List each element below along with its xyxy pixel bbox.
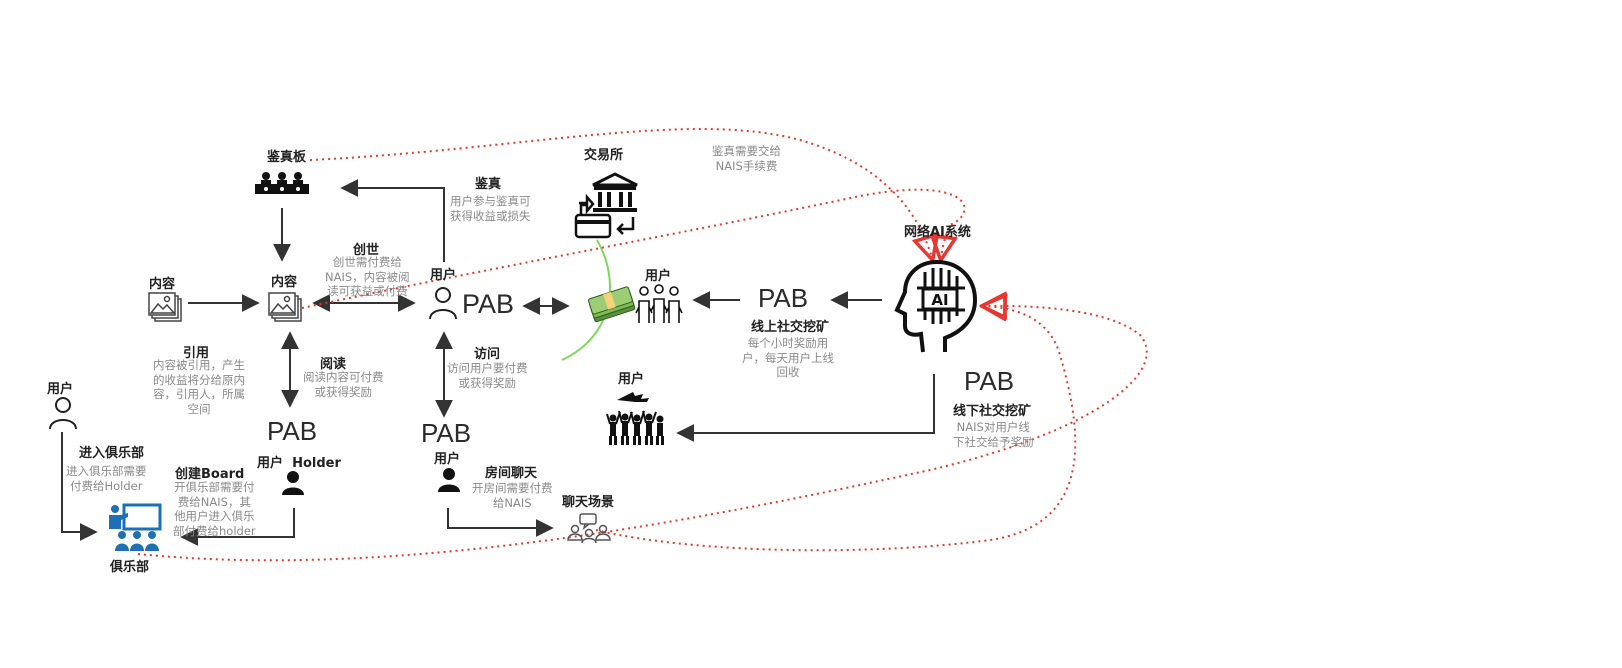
node-chat-scene: 聊天场景 xyxy=(562,495,615,510)
pab-offline: PAB xyxy=(964,366,1015,396)
money-crowd-icon xyxy=(587,283,684,329)
node-wangluo-ai: 网络AI系统 xyxy=(904,225,971,240)
label-room-chat-desc: 开房间需要付费给NAIS xyxy=(472,481,553,510)
user-outline-icon xyxy=(428,286,458,324)
user-solid-icon xyxy=(281,470,305,500)
user-outline-icon xyxy=(48,396,78,434)
arrow-offline xyxy=(676,374,935,442)
label-online-title: 线上社交挖矿 xyxy=(751,320,830,335)
club-meeting-icon xyxy=(106,503,164,557)
node-user-pool: 用户 xyxy=(645,269,672,284)
node-jianzhenban: 鉴真板 xyxy=(267,150,307,165)
node-user-offline: 用户 xyxy=(618,372,645,387)
node-jiaoyisuo: 交易所 xyxy=(584,148,624,163)
user-solid-icon xyxy=(437,467,461,497)
label-fangwen-desc: 访问用户要付费或获得奖励 xyxy=(447,361,528,390)
arrow-create-board xyxy=(180,508,295,546)
label-club-enter-title: 进入俱乐部 xyxy=(79,446,145,461)
curve-club-to-ai xyxy=(137,306,1148,562)
bank-icon xyxy=(573,171,643,243)
label-create-board-title: 创建Board xyxy=(175,467,245,482)
label-yuedu-desc: 阅读内容可付费或获得奖励 xyxy=(303,370,384,399)
label-jianzhen-title: 鉴真 xyxy=(475,177,502,192)
arrow-room-chat xyxy=(447,508,554,537)
node-club: 俱乐部 xyxy=(110,560,150,575)
label-create-board-desc: 开俱乐部需要付费给NAIS，其他用户进入俱乐部付费给holder xyxy=(173,480,256,538)
pab-center: PAB xyxy=(462,289,515,319)
pab-online: PAB xyxy=(758,283,809,313)
label-yinyong-title: 引用 xyxy=(183,346,210,361)
label-offline-title: 线下社交挖矿 xyxy=(953,404,1032,419)
dance-crowd-icon xyxy=(605,390,665,450)
flow-arrows xyxy=(61,179,935,546)
ai-head-icon: AI xyxy=(893,258,979,360)
label-chuangshi-title: 创世 xyxy=(353,243,380,258)
svg-text:AI: AI xyxy=(931,291,948,309)
label-jianzhen-desc: 用户参与鉴真可获得收益或损失 xyxy=(450,194,531,223)
label-yuedu-title: 阅读 xyxy=(320,357,347,372)
label-fangwen-title: 访问 xyxy=(474,347,501,362)
arrow-jianzhen xyxy=(340,179,445,262)
curve-chat-to-ai xyxy=(595,306,1077,552)
node-user-left: 用户 xyxy=(47,382,74,397)
arrow-club-enter xyxy=(61,432,98,541)
node-user-holder: 用户 Holder xyxy=(257,456,341,471)
pab-holder: PAB xyxy=(267,416,318,446)
node-user-room: 用户 xyxy=(434,452,461,467)
pab-room: PAB xyxy=(421,418,472,448)
content-stack-icon xyxy=(267,291,303,327)
node-neirong: 内容 xyxy=(271,275,298,290)
content-stack-icon xyxy=(147,291,183,327)
node-user-top: 用户 xyxy=(430,268,457,283)
panel-icon xyxy=(254,170,310,200)
label-offline-desc: NAIS对用户线下社交给予奖励 xyxy=(953,420,1034,449)
chat-group-icon xyxy=(566,512,612,548)
label-club-enter-desc: 进入俱乐部需要付费给Holder xyxy=(66,464,147,493)
node-neirong-source: 内容 xyxy=(149,277,176,292)
label-room-chat-title: 房间聊天 xyxy=(485,466,538,481)
label-yinyong-desc: 内容被引用，产生的收益将分给原内容，引用人，所属空间 xyxy=(153,358,245,416)
nais-fee-curves xyxy=(137,128,1148,562)
label-online-desc: 每个小时奖励用户，每天用户上线回收 xyxy=(742,336,834,379)
